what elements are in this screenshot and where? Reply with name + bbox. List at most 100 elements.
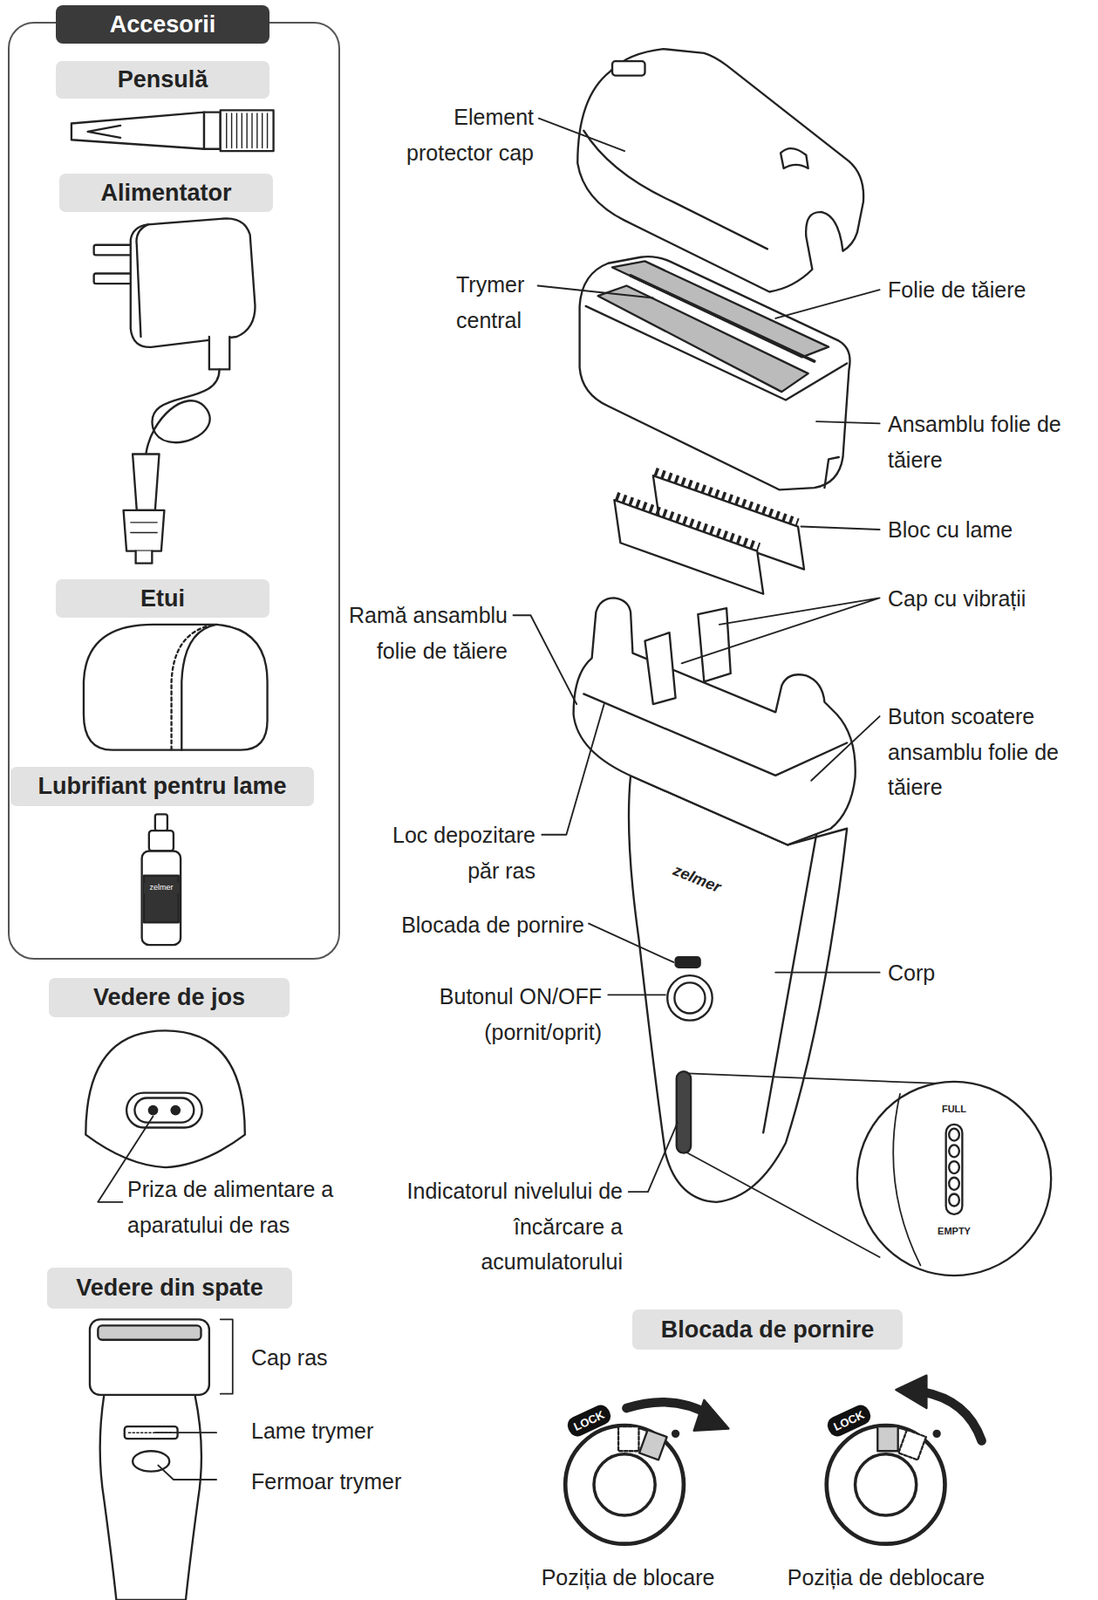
indicator-zoom-drawing xyxy=(948,1144,960,1157)
part-label: Priza de alimentare a aparatului de ras xyxy=(127,1171,355,1242)
leader-line xyxy=(775,971,880,974)
position-caption: Poziția de deblocare xyxy=(755,1559,1017,1596)
lock-dial-drawing xyxy=(922,1391,983,1440)
section-heading: Lubrifiant pentru lame xyxy=(37,772,287,800)
blade-block-drawing xyxy=(613,499,764,594)
indicator-zoom-drawing xyxy=(688,1072,1052,1276)
indicator-label: FULL xyxy=(927,1103,981,1115)
section-heading: Blocada de pornire xyxy=(661,1316,875,1344)
part-label: Cap cu vibrații xyxy=(887,580,1094,617)
bottom-view-drawing xyxy=(126,1092,203,1128)
part-label: Corp xyxy=(887,954,1019,991)
brush-drawing xyxy=(220,109,274,151)
foil-assembly-drawing xyxy=(598,286,809,393)
brush-drawing xyxy=(226,113,268,149)
lock-dial-drawing xyxy=(618,1425,639,1451)
section-band: Pensulă xyxy=(55,61,270,99)
part-label: Cap ras xyxy=(251,1339,382,1376)
lock-dial-drawing xyxy=(672,1430,679,1437)
lubricant-bottle-drawing xyxy=(155,813,168,831)
position-caption: Poziția de blocare xyxy=(505,1559,751,1596)
shaver-body-drawing xyxy=(573,597,856,1201)
part-label: Ansamblu folie de tăiere xyxy=(887,406,1094,478)
back-view-drawing xyxy=(220,1318,233,1393)
foil-assembly-drawing xyxy=(824,456,839,488)
leader-line xyxy=(157,1465,217,1480)
power-adapter-drawing xyxy=(130,522,157,533)
foil-assembly-drawing xyxy=(579,256,851,490)
section-heading: Vedere din spate xyxy=(75,1274,264,1302)
section-band: Blocada de pornire xyxy=(632,1309,903,1350)
leader-line xyxy=(775,289,880,319)
part-label: Lame trymer xyxy=(251,1412,426,1449)
indicator-zoom-drawing xyxy=(857,1081,1051,1276)
lubricant-bottle-drawing xyxy=(142,850,181,945)
shaver-body-drawing xyxy=(644,632,676,704)
lubricant-bottle-drawing xyxy=(143,875,179,923)
lock-dial-drawing xyxy=(898,1429,927,1460)
part-label: Indicatorul nivelului de încărcare a acu… xyxy=(378,1173,623,1280)
brand-logo: zelmer xyxy=(143,882,179,894)
lock-dial-drawing xyxy=(639,1429,668,1460)
part-label: Fermoar trymer xyxy=(251,1463,426,1500)
shaver-body-drawing xyxy=(674,982,705,1013)
case-drawing xyxy=(171,626,207,751)
power-adapter-drawing xyxy=(94,245,133,256)
part-label: Loc depozitare păr ras xyxy=(365,817,536,888)
lock-dial-drawing xyxy=(694,1399,730,1431)
back-view-drawing xyxy=(89,1318,210,1395)
section-band: Lubrifiant pentru lame xyxy=(10,766,314,806)
section-heading: Etui xyxy=(140,585,185,613)
blade-block-drawing xyxy=(616,495,760,546)
lock-dial-drawing xyxy=(565,1425,684,1544)
power-adapter-drawing xyxy=(136,224,148,337)
protector-cap-drawing xyxy=(612,61,645,76)
leader-line xyxy=(513,614,578,704)
brush-drawing xyxy=(71,109,274,151)
back-view-drawing xyxy=(132,1450,170,1471)
shaver-body-drawing xyxy=(675,956,701,968)
part-label: Folie de tăiere xyxy=(887,272,1094,308)
lock-dial-drawing xyxy=(565,1375,982,1544)
bottom-view-drawing xyxy=(85,1029,246,1167)
protector-cap-drawing xyxy=(780,148,809,169)
back-view-drawing xyxy=(100,1394,202,1600)
power-adapter-drawing xyxy=(123,510,165,552)
indicator-zoom-drawing xyxy=(893,1093,921,1266)
leader-line xyxy=(811,716,880,781)
foil-assembly-drawing xyxy=(579,256,851,490)
brush-drawing xyxy=(204,112,221,150)
accessories-panel: AccesoriiPensulăAlimentatorEtuiLubrifian… xyxy=(7,21,341,960)
power-adapter-drawing xyxy=(94,272,133,284)
indicator-zoom-drawing xyxy=(948,1160,960,1174)
case-drawing xyxy=(181,624,217,751)
foil-assembly-drawing xyxy=(630,275,815,362)
panel-heading: Accesorii xyxy=(55,5,270,44)
power-adapter-drawing xyxy=(145,368,219,454)
lock-dial-drawing xyxy=(895,1375,927,1408)
leader-line xyxy=(628,1122,678,1193)
part-label: Trymer central xyxy=(456,266,566,338)
back-view-drawing xyxy=(89,1318,233,1600)
brush-drawing xyxy=(88,125,121,138)
foil-assembly-drawing xyxy=(586,306,848,401)
shaver-body-drawing xyxy=(583,693,847,776)
indicator-label: EMPTY xyxy=(927,1225,981,1237)
protector-cap-drawing xyxy=(577,48,864,292)
lubricant-bottle-drawing xyxy=(142,813,181,945)
leader-line xyxy=(801,526,880,531)
leader-line xyxy=(607,993,666,996)
leader-line xyxy=(816,421,880,423)
case-drawing xyxy=(83,624,268,751)
section-band: Vedere din spate xyxy=(47,1267,293,1309)
shaver-body-drawing xyxy=(676,1070,691,1153)
part-label: Blocada de pornire xyxy=(357,907,585,943)
section-heading: Vedere de jos xyxy=(93,983,246,1011)
part-label: Element protector cap xyxy=(376,99,534,171)
section-heading: Alimentator xyxy=(100,179,232,207)
indicator-zoom-drawing xyxy=(946,1124,963,1214)
shaver-body-drawing xyxy=(628,775,847,1202)
indicator-zoom-drawing xyxy=(948,1177,960,1190)
power-adapter-drawing xyxy=(209,336,230,369)
